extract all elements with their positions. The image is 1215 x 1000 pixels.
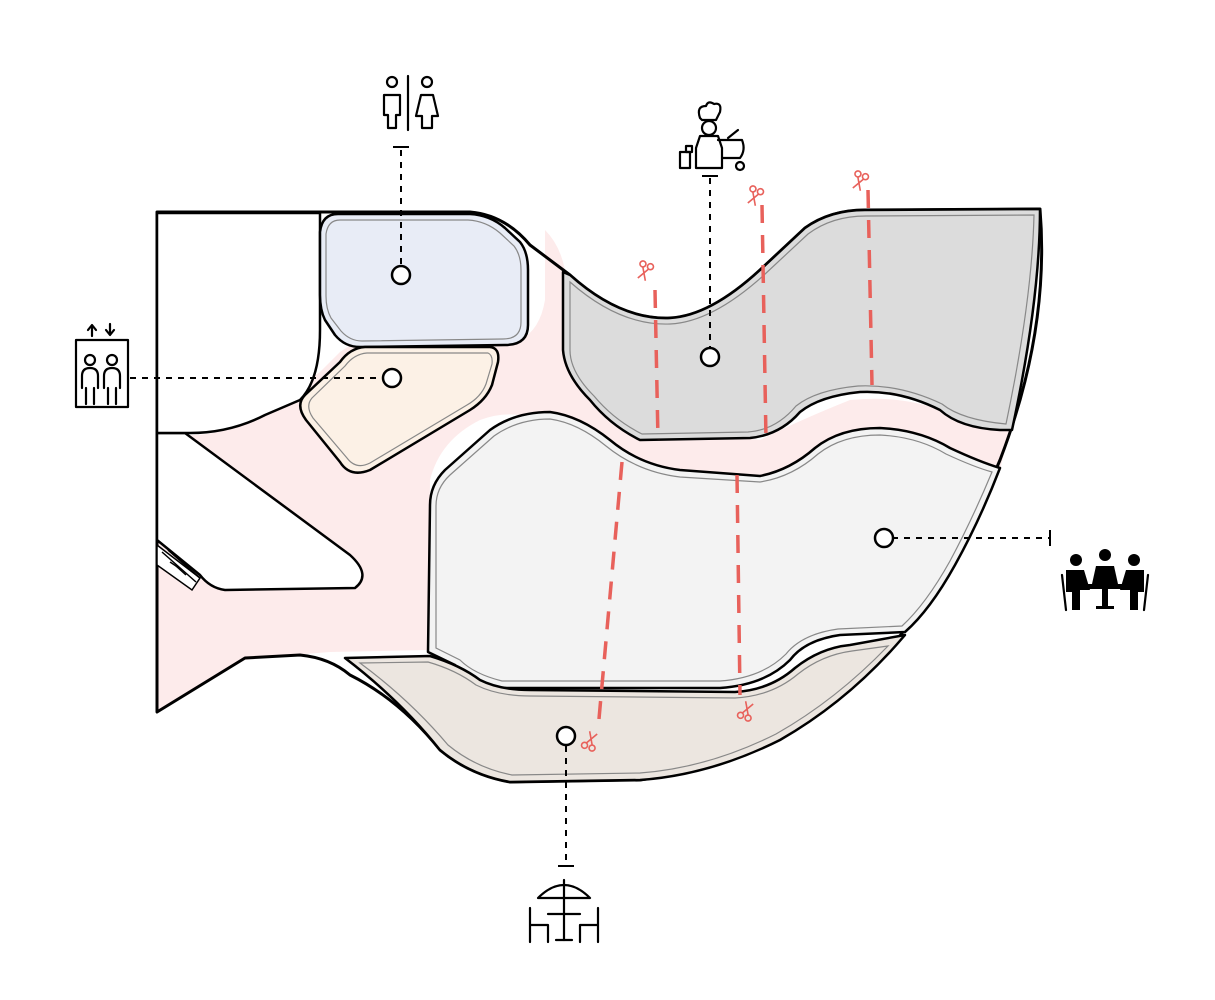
restroom-zone xyxy=(318,212,530,349)
scissors-icon xyxy=(747,185,765,206)
scissors-icon xyxy=(852,170,870,191)
stair-hatch xyxy=(156,543,202,592)
partition-line-3 xyxy=(866,189,874,386)
scissors-icon xyxy=(637,260,655,281)
scissors-icon xyxy=(736,701,754,722)
dining-inner-edge xyxy=(435,418,993,682)
partition-line-1 xyxy=(653,289,660,441)
restroom-marker xyxy=(390,264,412,286)
partition-line-4 xyxy=(596,461,624,731)
elevator-icon xyxy=(74,322,130,409)
restroom-icon xyxy=(382,74,440,132)
kitchen-marker xyxy=(699,346,721,368)
lobby-inner-edge xyxy=(308,352,493,467)
scissors-icon xyxy=(580,731,598,752)
elevator-lobby-marker xyxy=(381,367,403,389)
umbrella-table-icon xyxy=(528,878,600,944)
kitchen-zone xyxy=(561,207,1042,442)
kitchen-inner-edge xyxy=(569,214,1035,435)
stair-void xyxy=(155,431,364,592)
terrace-inner-edge xyxy=(358,645,890,776)
partition-line-5 xyxy=(735,474,742,696)
partition-line-2 xyxy=(760,204,768,441)
dining-people-icon xyxy=(1060,549,1150,612)
terrace-zone xyxy=(343,633,907,784)
restroom-inner-edge xyxy=(325,219,522,342)
elevator-shaft xyxy=(155,211,322,435)
terrace-marker xyxy=(555,725,577,747)
dining-marker xyxy=(873,527,895,549)
chef-icon xyxy=(678,101,746,172)
dining-zone xyxy=(426,410,1002,690)
